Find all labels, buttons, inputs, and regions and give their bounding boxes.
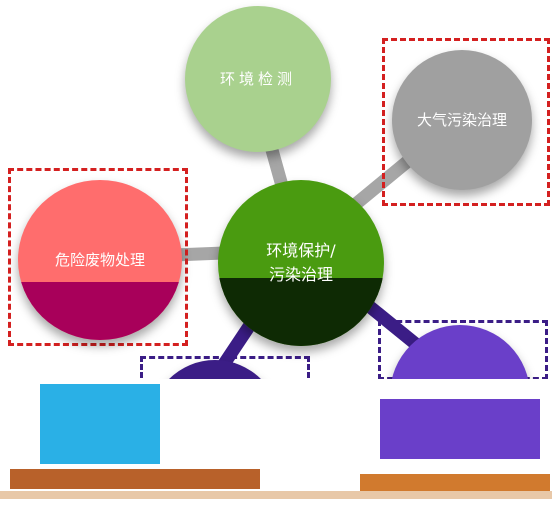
node-air-label: 大气污染治理 [416,110,507,129]
highlight-box-air [382,38,550,206]
node-waste: 危险废物处理 [18,180,182,340]
highlight-box-waste [8,168,188,346]
corrupted-band [0,379,552,529]
node-center: 环境保护/ 污染治理 [218,180,384,346]
node-monitoring: 环境检测 [185,6,331,152]
node-waste-label: 危险废物处理 [54,250,145,269]
node-air: 大气污染治理 [392,50,532,190]
waste-overlay [18,282,182,340]
center-overlay [218,278,384,346]
node-center-label: 环境保护/ 污染治理 [266,241,336,284]
node-monitoring-label: 环境检测 [219,69,296,88]
